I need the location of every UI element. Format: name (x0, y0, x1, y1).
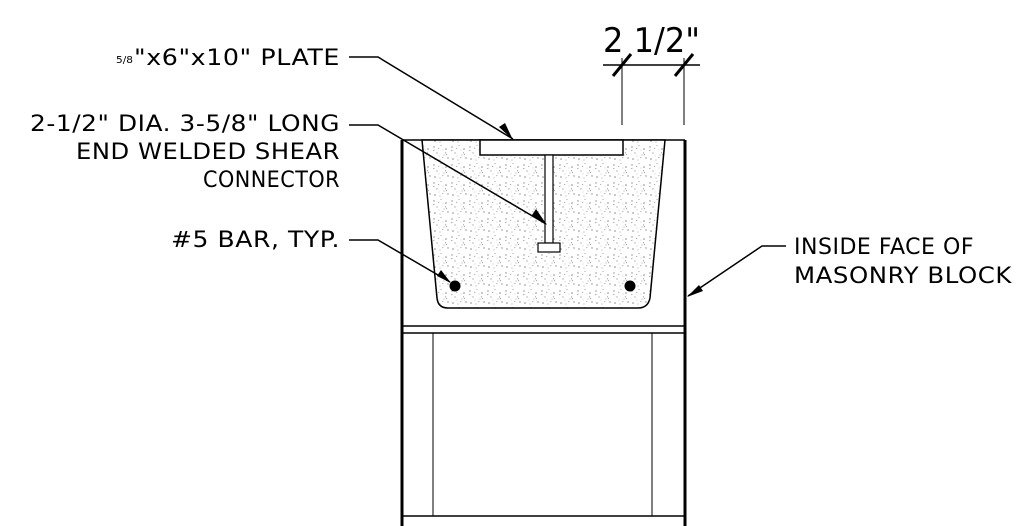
leader-plate (349, 56, 514, 140)
embed-plate (479, 139, 624, 156)
leader-connector-arrow (532, 209, 547, 225)
leader-bar (349, 239, 451, 283)
connector-label-line3: CONNECTOR (203, 168, 340, 193)
plate-label: "x6"x10" PLATE (134, 46, 340, 71)
inside-face-label-line2: MASONRY BLOCK (794, 264, 1012, 289)
shear-connector-stud (544, 154, 554, 244)
leader-connector (349, 124, 547, 225)
leader-plate-arrow (499, 123, 513, 140)
connector-label-line2: END WELDED SHEAR (76, 140, 340, 165)
leader-inside-face (687, 245, 786, 297)
dimension-2-1-2 (603, 53, 700, 125)
dimension-text: 2 1/2" (603, 21, 700, 61)
rebar-right (624, 280, 636, 292)
shear-connector-head (537, 242, 561, 253)
rebar-left (449, 280, 461, 292)
inside-face-label-line1: INSIDE FACE OF (794, 235, 974, 260)
connector-label-line1: 2-1/2" DIA. 3-5/8" LONG (30, 112, 340, 137)
concrete-grout (421, 139, 666, 309)
leader-inside-face-arrow (687, 285, 703, 297)
bar-label: #5 BAR, TYP. (171, 228, 340, 253)
plate-fraction-label: 5/8 (116, 55, 133, 66)
leader-bar-arrow (437, 270, 451, 283)
